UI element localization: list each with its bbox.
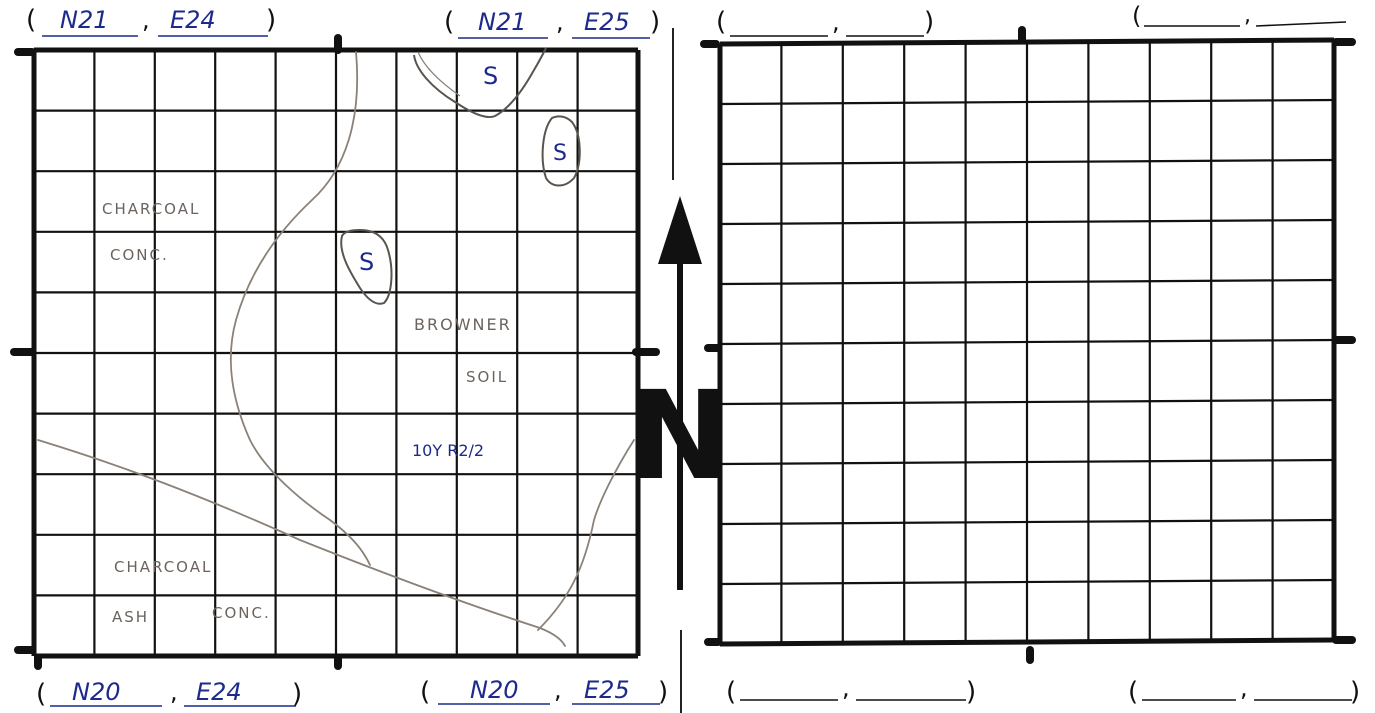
annotation-charcoal-ash-line3: CONC. bbox=[212, 604, 271, 622]
blank-coordinate-top-right: ( , bbox=[1132, 2, 1347, 30]
blank-coordinate-top-left: ( , ) bbox=[716, 7, 934, 37]
stone-marker: S bbox=[413, 47, 547, 118]
right-grid-ticks bbox=[700, 26, 1356, 664]
blank-coordinate-bottom-right: ( , ) bbox=[1128, 674, 1360, 707]
left-grid: S S S CHARCOAL CONC. BROWNER SOIL 10Y R2… bbox=[10, 5, 668, 709]
svg-text:): ) bbox=[292, 679, 302, 709]
svg-text:,: , bbox=[556, 8, 564, 36]
svg-text:(: ( bbox=[36, 679, 46, 709]
stone-label: S bbox=[359, 248, 374, 276]
svg-text:(: ( bbox=[444, 7, 454, 37]
svg-text:(: ( bbox=[1128, 677, 1138, 707]
svg-text:): ) bbox=[658, 677, 668, 707]
northing-value: N21 bbox=[478, 8, 527, 36]
grid-line bbox=[719, 578, 1335, 586]
svg-text:): ) bbox=[966, 677, 976, 707]
northing-value: N20 bbox=[470, 676, 519, 704]
svg-text:,: , bbox=[1240, 674, 1248, 702]
svg-text:,: , bbox=[142, 6, 150, 34]
north-arrow: N bbox=[629, 28, 731, 713]
annotation-charcoal-ash-line1: CHARCOAL bbox=[114, 558, 212, 576]
northing-value: N21 bbox=[60, 6, 109, 34]
svg-text:,: , bbox=[554, 676, 562, 704]
grid-line bbox=[719, 518, 1335, 526]
stone-label: S bbox=[483, 62, 498, 90]
svg-text:(: ( bbox=[726, 677, 736, 707]
right-grid-lines bbox=[717, 37, 1337, 647]
blank-coordinate-bottom-left: ( , ) bbox=[726, 674, 976, 707]
right-grid: ( , ) ( , ( , ) ( , ) bbox=[700, 2, 1360, 707]
left-grid-soil-boundaries bbox=[37, 51, 635, 647]
annotation-charcoal-conc-line2: CONC. bbox=[110, 246, 169, 264]
corner-coordinate-top-left: ( N21 , E24 ) bbox=[26, 5, 276, 37]
grid-border bbox=[719, 637, 1335, 647]
easting-value: E25 bbox=[584, 8, 630, 36]
svg-text:): ) bbox=[924, 7, 934, 37]
svg-text:(: ( bbox=[420, 677, 430, 707]
northing-value: N20 bbox=[72, 678, 121, 706]
annotation-charcoal-ash-line2: ASH bbox=[112, 608, 149, 626]
left-grid-ticks bbox=[10, 34, 660, 670]
svg-text:(: ( bbox=[1132, 2, 1141, 30]
annotation-charcoal-conc-line1: CHARCOAL bbox=[102, 200, 200, 218]
left-grid-stones: S S S bbox=[340, 47, 581, 305]
svg-text:,: , bbox=[1244, 3, 1251, 28]
annotation-browner-soil-line2: SOIL bbox=[466, 368, 508, 386]
stone-marker: S bbox=[340, 228, 393, 305]
annotation-munsell-color: 10Y R2/2 bbox=[412, 441, 484, 460]
grid-line bbox=[719, 338, 1335, 346]
corner-coordinate-top-right: ( N21 , E25 ) bbox=[444, 7, 660, 39]
north-label: N bbox=[629, 365, 731, 507]
corner-coordinate-bottom-right: ( N20 , E25 ) bbox=[420, 676, 668, 707]
svg-text:): ) bbox=[1350, 677, 1360, 707]
stone-label: S bbox=[553, 141, 567, 166]
left-grid-lines bbox=[31, 47, 641, 659]
corner-coordinate-bottom-left: ( N20 , E24 ) bbox=[36, 678, 302, 709]
stone-marker: S bbox=[541, 115, 581, 187]
grid-line bbox=[719, 458, 1335, 466]
svg-text:(: ( bbox=[26, 5, 36, 35]
svg-text:,: , bbox=[170, 678, 178, 706]
svg-text:,: , bbox=[832, 8, 840, 36]
svg-text:(: ( bbox=[716, 7, 726, 37]
svg-text:,: , bbox=[842, 674, 850, 702]
easting-value: E24 bbox=[170, 6, 216, 34]
easting-value: E24 bbox=[196, 678, 242, 706]
annotation-browner-soil-line1: BROWNER bbox=[414, 315, 512, 334]
svg-text:): ) bbox=[266, 5, 276, 35]
grid-line bbox=[719, 398, 1335, 406]
svg-text:): ) bbox=[650, 7, 660, 37]
north-arrow-head-icon bbox=[658, 196, 702, 264]
easting-value: E25 bbox=[584, 676, 630, 704]
left-grid-annotations: CHARCOAL CONC. BROWNER SOIL 10Y R2/2 CHA… bbox=[102, 200, 512, 626]
